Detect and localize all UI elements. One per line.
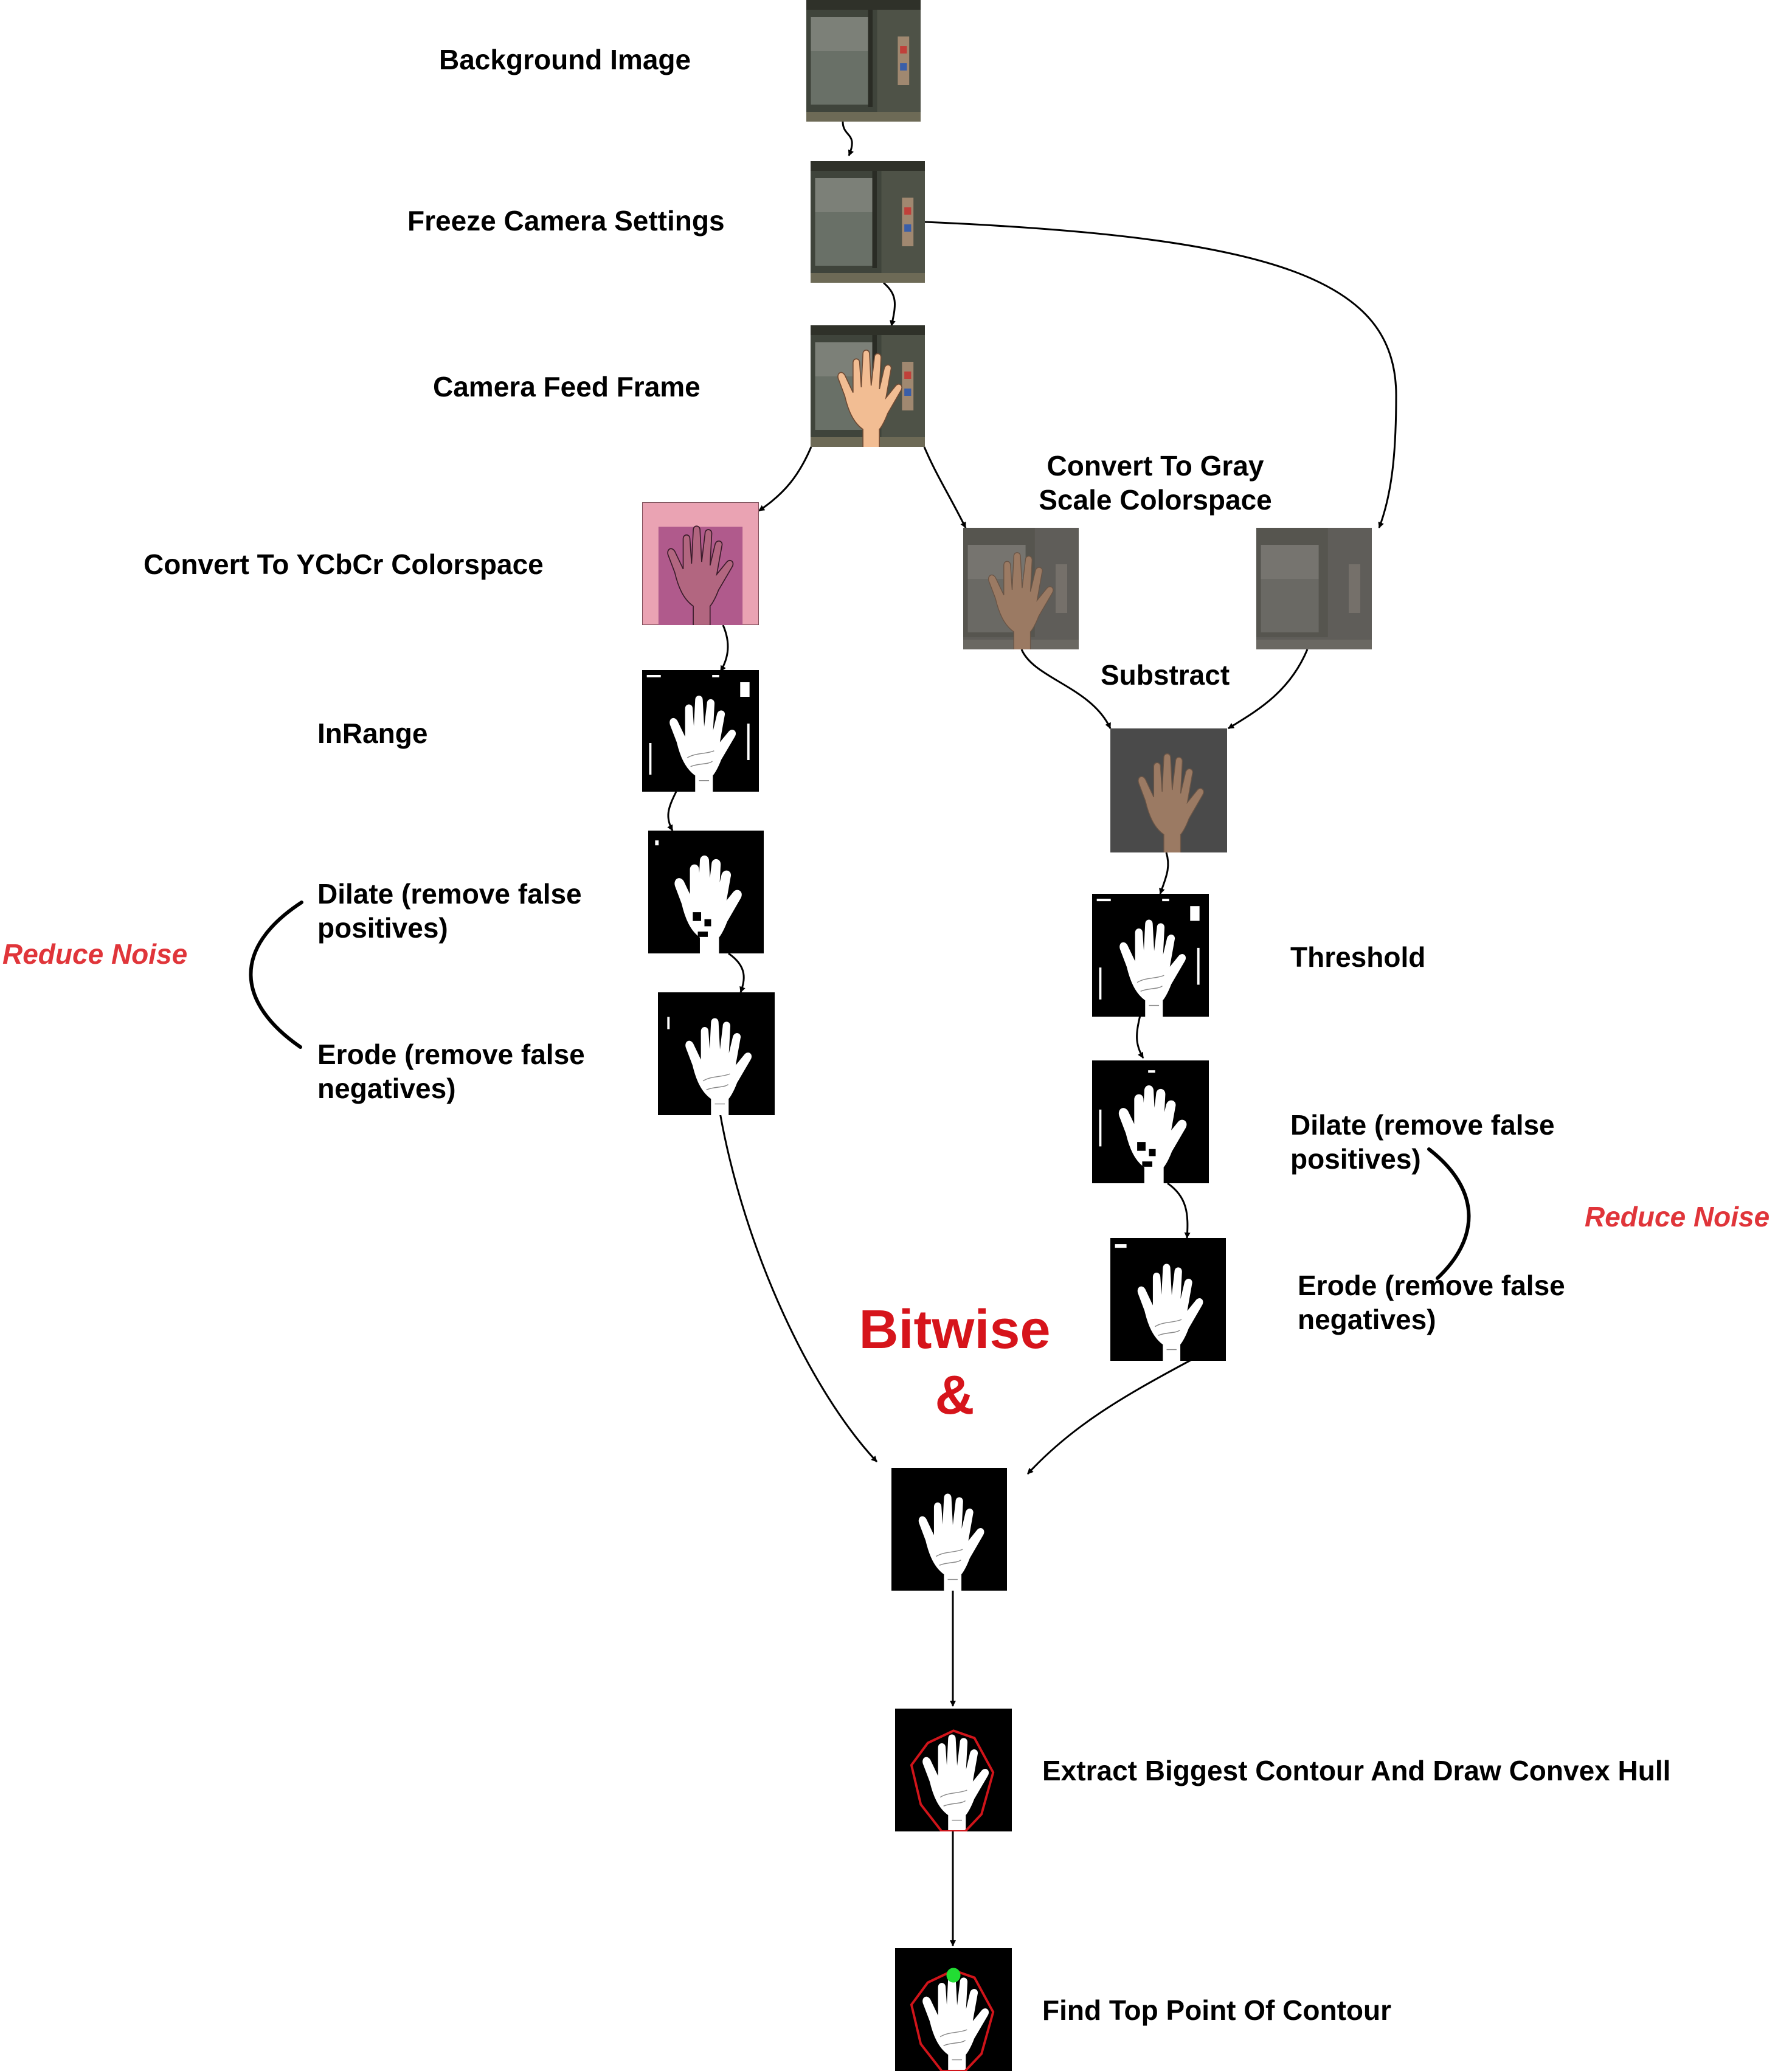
reduce-noise-left: Reduce Noise: [2, 938, 188, 970]
connector-threshold-to-dilate: [1136, 1015, 1144, 1059]
connector-erode-to-bitwise: [719, 1112, 878, 1463]
thumb-gray-feed: [963, 528, 1079, 649]
thumb-top-point: [895, 1948, 1012, 2071]
thumb-dilate-left: [648, 831, 764, 953]
label-inrange: InRange: [317, 717, 428, 749]
thumb-camera-feed: [811, 325, 925, 447]
thumb-threshold: [1092, 894, 1209, 1017]
label-convert-gray: Convert To Gray Scale Colorspace: [1039, 450, 1272, 516]
label-convert-ycbcr: Convert To YCbCr Colorspace: [144, 548, 544, 580]
label-substract: Substract: [1101, 659, 1230, 691]
label-threshold: Threshold: [1290, 941, 1426, 973]
thumb-ycbcr: [642, 502, 759, 625]
label-camera-feed-frame: Camera Feed Frame: [433, 371, 701, 403]
connector-static-to-subtract: [1228, 649, 1309, 730]
connector-gray-to-subtract: [1020, 649, 1112, 729]
label-erode-right: Erode (remove false negatives): [1298, 1270, 1565, 1335]
bitwise-and-symbol: &: [935, 1365, 975, 1426]
connector-freeze-to-static-gray: [924, 221, 1397, 528]
connector-feed-to-gray: [923, 446, 967, 528]
thumb-erode-right: [1110, 1238, 1226, 1361]
connector-dilate-to-erode-right: [1167, 1182, 1191, 1239]
thumb-dilate-right: [1092, 1060, 1209, 1183]
label-dilate-right: Dilate (remove false positives): [1290, 1109, 1555, 1175]
connector-freeze-to-feed: [883, 282, 896, 327]
thumb-background-image: [806, 0, 921, 122]
reduce-noise-bracket-left: [249, 901, 303, 1049]
thumb-inrange: [642, 670, 759, 792]
thumb-bitwise-and: [891, 1468, 1007, 1591]
label-erode-left: Erode (remove false negatives): [317, 1039, 585, 1104]
label-background-image: Background Image: [439, 44, 691, 75]
connector-dilate-to-erode: [728, 952, 746, 993]
top-point-marker: [946, 1968, 961, 1983]
connector-subtract-to-threshold: [1159, 852, 1169, 894]
reduce-noise-right: Reduce Noise: [1585, 1201, 1770, 1233]
label-freeze-camera-settings: Freeze Camera Settings: [407, 205, 725, 237]
connector-feed-to-ycbcr: [758, 446, 812, 512]
thumb-gray-background: [1256, 528, 1372, 649]
thumb-erode-left: [658, 992, 775, 1115]
thumb-subtract: [1110, 728, 1227, 852]
thumb-convex-hull: [895, 1709, 1012, 1831]
bitwise-title: Bitwise: [859, 1299, 1051, 1360]
label-dilate-left: Dilate (remove false positives): [317, 878, 582, 944]
label-extract-contour: Extract Biggest Contour And Draw Convex …: [1042, 1755, 1671, 1786]
thumb-freeze-camera: [811, 161, 925, 283]
label-find-top-point: Find Top Point Of Contour: [1042, 1994, 1391, 2026]
connector-background-to-freeze: [842, 121, 854, 156]
reduce-noise-bracket-right: [1427, 1147, 1471, 1280]
connector-inrange-to-dilate: [667, 791, 677, 831]
connector-ycbcr-to-inrange: [719, 624, 729, 672]
connector-erode-right-to-bitwise: [1026, 1358, 1192, 1475]
